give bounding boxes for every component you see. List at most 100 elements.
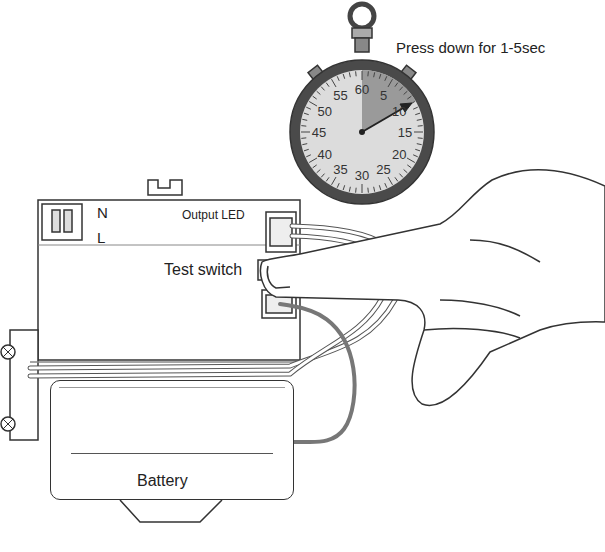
tick-mark	[313, 165, 317, 168]
instruction-note: Press down for 1-5sec	[396, 40, 545, 55]
drawing-part	[270, 218, 292, 246]
drawing-part	[359, 129, 365, 135]
tick-mark	[418, 125, 423, 127]
tick-mark	[388, 79, 393, 87]
tick-mark	[413, 107, 418, 109]
tick-mark	[362, 184, 363, 193]
tick-mark	[404, 91, 408, 94]
drawing-part	[267, 266, 290, 288]
dial-number: 45	[312, 126, 326, 139]
dial-number: 15	[398, 126, 412, 139]
tick-mark	[306, 155, 311, 157]
drawing-part	[301, 71, 423, 193]
tick-mark	[418, 137, 423, 139]
tick-mark	[399, 174, 402, 178]
tick-mark	[399, 87, 402, 91]
dial-number: 55	[333, 88, 347, 101]
tick-mark	[367, 188, 369, 193]
drawing-part	[120, 500, 222, 522]
part-label: N	[97, 205, 108, 220]
drawing-part	[30, 361, 300, 363]
tick-mark	[337, 183, 339, 188]
part-label: Output LED	[182, 209, 245, 221]
drawing-part	[350, 4, 374, 28]
tick-mark	[379, 185, 381, 190]
tick-mark	[321, 174, 324, 178]
tick-mark	[309, 102, 317, 107]
battery-pack: Battery	[50, 380, 294, 500]
battery-seam	[59, 387, 285, 388]
tick-mark	[301, 125, 306, 127]
dial-number: 10	[392, 104, 406, 117]
tick-mark	[304, 113, 309, 115]
drawing-part	[355, 38, 369, 52]
dial-number: 25	[376, 163, 390, 176]
drawing-part	[64, 210, 72, 232]
tick-mark	[417, 144, 422, 145]
tick-mark	[388, 177, 393, 185]
drawing-part	[148, 180, 182, 195]
tick-mark	[407, 96, 411, 99]
tick-mark	[385, 76, 387, 81]
tick-mark	[343, 185, 345, 190]
dial-number: 40	[318, 147, 332, 160]
dial-number: 5	[380, 88, 387, 101]
tick-mark	[367, 71, 369, 76]
tick-mark	[301, 132, 310, 133]
drawing-part	[1, 345, 15, 359]
tick-mark	[302, 119, 307, 120]
dial-number: 30	[355, 169, 369, 182]
dial-number: 60	[355, 83, 369, 96]
drawing-part	[38, 200, 300, 360]
drawing-part	[3, 419, 13, 429]
tick-mark	[355, 188, 357, 193]
drawing-part	[266, 212, 296, 252]
tick-mark	[332, 177, 337, 185]
tick-mark	[395, 83, 398, 87]
drawing-part	[440, 300, 520, 316]
tick-mark	[337, 76, 339, 81]
tick-mark	[407, 158, 415, 163]
dial-number: 20	[392, 147, 406, 160]
tick-mark	[355, 71, 357, 76]
tick-mark	[309, 158, 317, 163]
drawing-part	[1, 417, 15, 431]
part-label: Battery	[137, 473, 188, 489]
tick-mark	[415, 149, 420, 151]
tick-mark	[326, 83, 329, 87]
drawing-part	[42, 204, 82, 240]
tick-mark	[407, 165, 411, 168]
drawing-part	[52, 210, 60, 232]
tick-mark	[332, 79, 337, 87]
tick-mark	[321, 87, 324, 91]
drawing-part	[38, 245, 300, 246]
tick-mark	[343, 74, 345, 79]
tick-mark	[317, 91, 321, 94]
tick-mark	[404, 169, 408, 172]
device-housing	[1, 180, 300, 522]
tick-mark	[304, 149, 309, 151]
tick-mark	[417, 119, 422, 120]
drawing-part	[362, 70, 416, 132]
tick-mark	[413, 155, 418, 157]
tick-mark	[374, 72, 375, 77]
tick-mark	[414, 132, 423, 133]
tick-mark	[385, 183, 387, 188]
drawing-part	[352, 28, 372, 38]
dial-number: 50	[318, 104, 332, 117]
drawing-part	[470, 240, 540, 262]
battery-seam	[71, 453, 273, 454]
drawing-part	[261, 170, 605, 406]
tick-mark	[349, 72, 350, 77]
tick-mark	[374, 187, 375, 192]
hand	[261, 170, 605, 406]
tick-mark	[317, 169, 321, 172]
drawing-part	[424, 328, 520, 338]
tick-mark	[313, 96, 317, 99]
tick-mark	[301, 137, 306, 139]
tick-mark	[302, 144, 307, 145]
drawing-part	[300, 70, 424, 194]
tick-mark	[379, 74, 381, 79]
drawing-part	[290, 60, 434, 204]
tick-mark	[395, 177, 398, 181]
